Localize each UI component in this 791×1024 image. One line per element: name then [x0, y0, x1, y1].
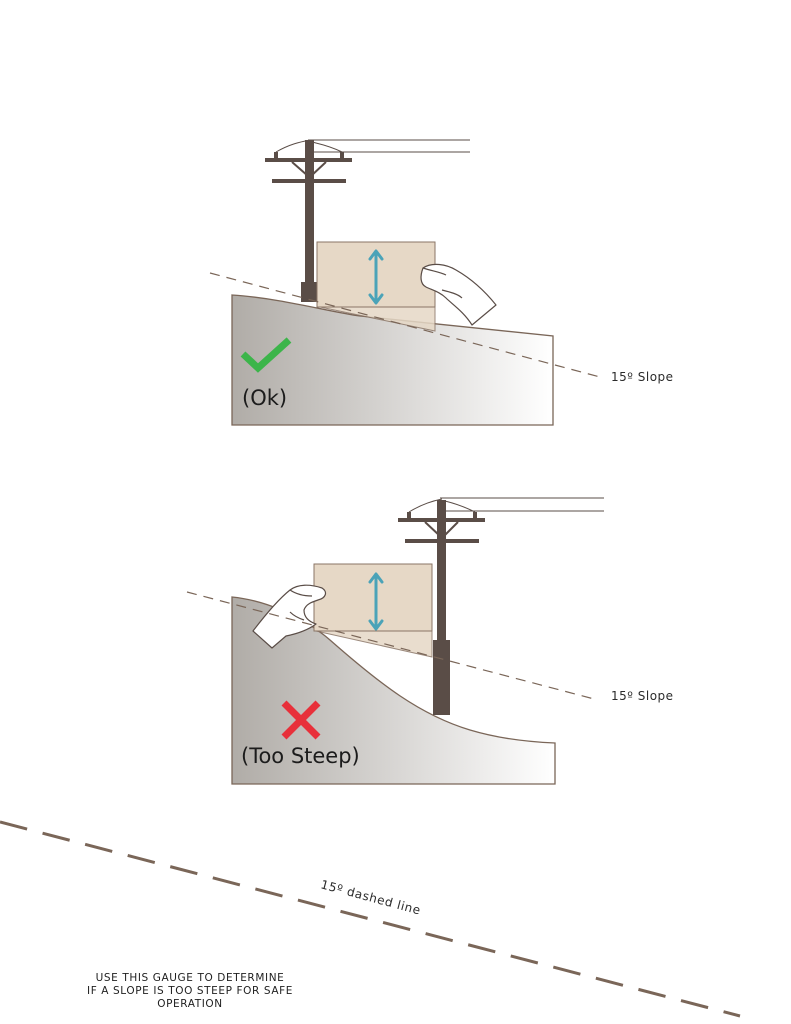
- slope-label: 15º Slope: [611, 689, 674, 703]
- gauge-board: [313, 563, 433, 658]
- panel-ok: 15º Slope (Ok): [209, 139, 674, 426]
- utility-pole-icon: [398, 497, 604, 715]
- panel-too-steep: 15º Slope (Too Steep): [186, 497, 674, 785]
- check-icon: [240, 337, 292, 373]
- instructions-text: USE THIS GAUGE TO DETERMINE IF A SLOPE I…: [60, 972, 320, 1011]
- instructions-line-1: USE THIS GAUGE TO DETERMINE: [95, 972, 285, 984]
- cross-icon: [281, 700, 321, 740]
- slope-reference-line: [186, 591, 599, 701]
- double-arrow-icon: [368, 572, 384, 631]
- slope-label: 15º Slope: [611, 370, 674, 384]
- double-arrow-icon: [368, 249, 384, 305]
- instructions-line-2: IF A SLOPE IS TOO STEEP FOR SAFE OPERATI…: [87, 985, 293, 1010]
- gauge-line-label: 15º dashed line: [319, 877, 422, 917]
- hand-icon: [420, 263, 497, 326]
- gauge-dashed-line: [0, 820, 741, 1018]
- hand-icon: [252, 584, 327, 649]
- status-label: (Ok): [242, 386, 287, 410]
- utility-pole-icon: [265, 139, 470, 302]
- status-label: (Too Steep): [241, 744, 360, 768]
- ground-gentle-slope: [231, 294, 554, 426]
